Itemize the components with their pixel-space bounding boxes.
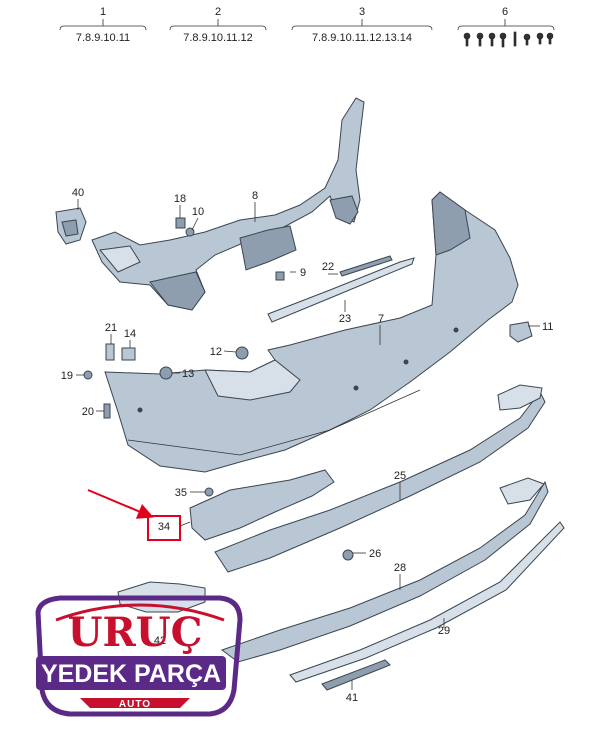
header-number: 1 — [100, 6, 106, 18]
header-number: 6 — [502, 6, 508, 18]
callout-18: 18 — [174, 193, 186, 205]
callout-20: 20 — [82, 406, 94, 418]
part-11-cap — [509, 321, 533, 343]
bumper-cover — [104, 191, 519, 473]
part-13-nut — [159, 366, 173, 380]
part-20-bolt — [103, 403, 111, 419]
header-group-1: 1 7.8.9.10.11 — [59, 6, 147, 44]
header-group-2: 2 7.8.9.10.11.12 — [169, 6, 267, 44]
callout-28: 28 — [394, 562, 406, 574]
part-14-cap — [121, 347, 136, 361]
part-26-clip — [342, 549, 354, 561]
highlight-annotation — [87, 489, 181, 541]
callout-21: 21 — [105, 322, 117, 334]
part-29-strip — [289, 521, 565, 683]
callout-19: 19 — [61, 370, 73, 382]
part-35-screw — [204, 487, 214, 497]
callout-42: 42 — [154, 635, 166, 647]
callout-8: 8 — [252, 190, 258, 202]
callout-35: 35 — [175, 487, 187, 499]
header-number: 3 — [359, 6, 365, 18]
bumper-reinforcement — [91, 97, 365, 311]
callout-25: 25 — [394, 470, 406, 482]
part-21-pin — [105, 343, 115, 361]
fastener-icons — [463, 31, 554, 48]
header-items: 7.8.9.10.11 — [76, 32, 130, 44]
part-18-clip — [175, 217, 186, 229]
trim-strips — [267, 255, 415, 323]
watermark-logo: URUÇ YEDEK PARÇA AUTO — [35, 595, 243, 717]
callout-9: 9 — [300, 267, 306, 279]
callout-labels: 40 18 10 8 9 22 23 7 11 21 14 12 19 13 2… — [61, 187, 554, 704]
callout-34: 34 — [158, 521, 170, 533]
callout-leaders — [76, 199, 540, 690]
callout-14: 14 — [124, 328, 136, 340]
header-group-6: 6 — [457, 6, 555, 48]
part-19-screw — [83, 370, 93, 380]
callout-40: 40 — [72, 187, 84, 199]
callout-22: 22 — [322, 261, 334, 273]
callout-26: 26 — [369, 548, 381, 560]
callout-23: 23 — [339, 313, 351, 325]
logo-subtitle: YEDEK PARÇA — [41, 660, 221, 688]
part-12-nut — [235, 346, 249, 360]
callout-12: 12 — [210, 346, 222, 358]
logo-banner — [36, 656, 226, 690]
small-parts — [83, 217, 533, 419]
logo-tagline: AUTO — [119, 699, 151, 710]
part-25-diffuser — [214, 391, 546, 573]
callout-13: 13 — [182, 368, 194, 380]
callout-11: 11 — [542, 321, 553, 333]
part-40-bracket — [55, 207, 87, 245]
header-number: 2 — [215, 6, 221, 18]
logo-title: URUÇ — [68, 609, 203, 656]
callout-29: 29 — [438, 625, 450, 637]
part-34-bracket — [189, 469, 335, 541]
callout-10: 10 — [192, 206, 204, 218]
highlight-box — [147, 515, 181, 541]
part-41-strip — [321, 659, 391, 691]
callout-41: 41 — [346, 692, 358, 704]
header-items: 7.8.9.10.11.12.13.14 — [312, 32, 412, 44]
part-28-trim — [220, 480, 549, 663]
header-group-3: 3 7.8.9.10.11.12.13.14 — [291, 6, 433, 44]
highlight-arrow — [87, 489, 154, 519]
callout-7: 7 — [378, 313, 384, 325]
part-9-clip — [275, 271, 285, 281]
header-items: 7.8.9.10.11.12 — [183, 32, 253, 44]
